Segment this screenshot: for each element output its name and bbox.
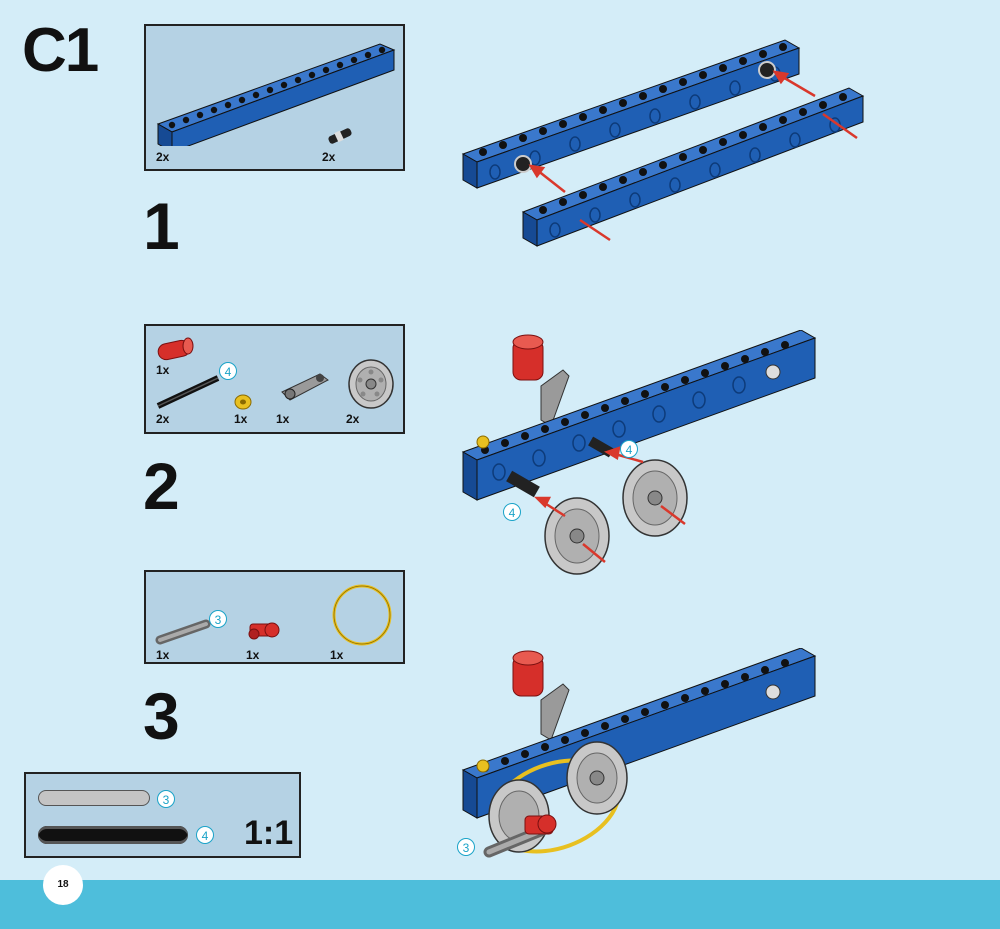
- grey-scale-callout: 3: [157, 790, 175, 808]
- scale-reference-box: 3 4 1:1: [24, 772, 301, 858]
- black-pin-part: [328, 128, 352, 144]
- black-axle-part: [156, 375, 220, 409]
- yellow-bush-part: [234, 394, 252, 410]
- red-connector-part: [157, 337, 194, 361]
- step-number-3: 3: [143, 679, 180, 753]
- grey-axle-part: [155, 619, 211, 645]
- step-3-model: [461, 648, 817, 858]
- step-number-1: 1: [143, 189, 180, 263]
- step-2-model: [461, 330, 817, 575]
- step-2-upper-axle-callout: 4: [620, 440, 638, 458]
- step-3-connector-qty: 1x: [246, 648, 260, 662]
- step-1-model: [461, 39, 865, 247]
- yellow-belt-part: [332, 584, 392, 646]
- step-1-pin-qty: 2x: [322, 150, 336, 164]
- parts-box-step-1: 2x 2x: [144, 24, 405, 171]
- step-3-axle-callout: 3: [457, 838, 475, 856]
- black-scale-callout: 4: [196, 826, 214, 844]
- red-axle-connector-part: [248, 622, 280, 640]
- step-number-2: 2: [143, 449, 180, 523]
- step-3-axle-qty: 1x: [156, 648, 170, 662]
- black-axle-scale-bar: [38, 826, 188, 844]
- grey-wheel-part: [348, 359, 394, 409]
- step-2-axle-qty: 2x: [156, 412, 170, 426]
- grey-crank-part: [281, 373, 329, 401]
- axle-length-callout: 4: [219, 362, 237, 380]
- step-2-connector-qty: 1x: [156, 363, 170, 377]
- grey-axle-callout: 3: [209, 610, 227, 628]
- parts-box-step-2: 4 1x 2x 1x 1x 2x: [144, 324, 405, 434]
- step-2-crank-qty: 1x: [276, 412, 290, 426]
- step-1-beam-qty: 2x: [156, 150, 170, 164]
- scale-ratio: 1:1: [244, 814, 294, 852]
- blue-beam-part: [156, 43, 396, 146]
- step-2-wheel-qty: 2x: [346, 412, 360, 426]
- step-2-bush-qty: 1x: [234, 412, 248, 426]
- parts-box-step-3: 3 1x 1x 1x: [144, 570, 405, 664]
- step-2-lower-axle-callout: 4: [503, 503, 521, 521]
- footer-band: [0, 880, 1000, 929]
- page-title: C1: [22, 16, 99, 85]
- grey-axle-scale-bar: [38, 790, 150, 806]
- page-number: 18: [43, 865, 83, 905]
- step-3-belt-qty: 1x: [330, 648, 344, 662]
